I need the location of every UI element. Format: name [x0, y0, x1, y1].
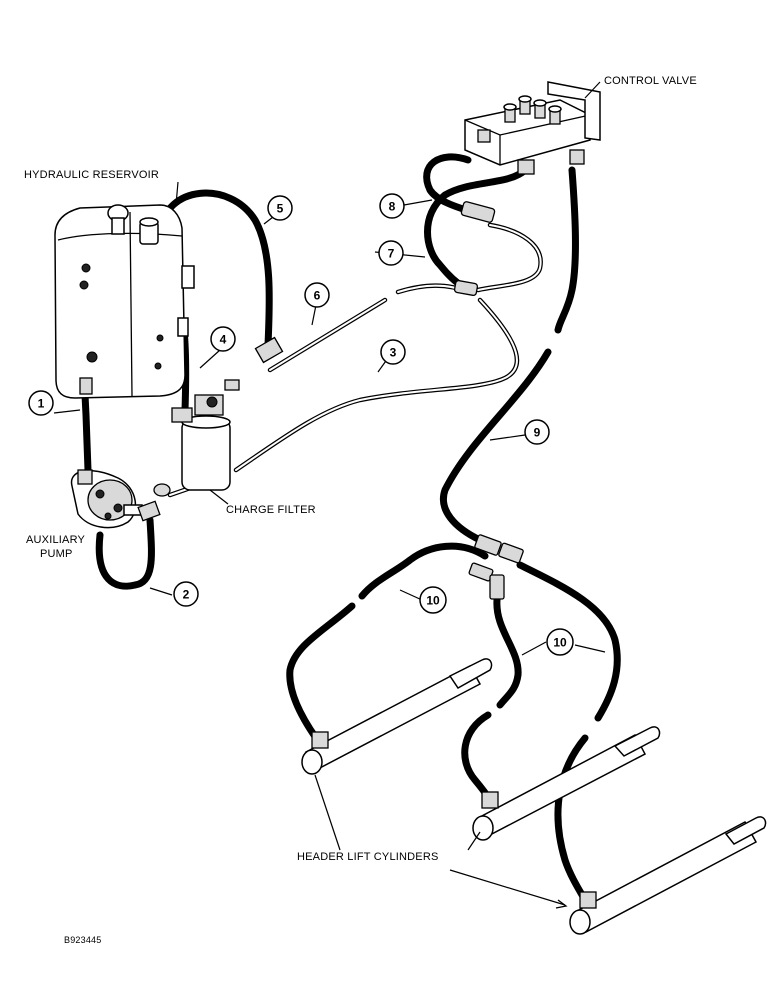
hose-10-left — [358, 542, 489, 600]
hose-9-upper — [554, 166, 579, 334]
hydraulic-reservoir — [54, 204, 195, 399]
hose-7 — [424, 166, 529, 292]
callout-10-right: 10 — [546, 628, 574, 656]
tube-7-loop — [475, 222, 543, 293]
callout-8: 8 — [379, 193, 405, 219]
hose-10-middle — [493, 596, 522, 709]
tee-fittings — [468, 534, 524, 600]
figure-id: B923445 — [64, 935, 101, 945]
hose-10-left-lower — [286, 602, 356, 742]
callout-3: 3 — [380, 339, 406, 365]
header-lift-cylinder-2 — [472, 726, 661, 841]
svg-text:8: 8 — [389, 200, 396, 214]
header-lift-cylinder-1 — [301, 658, 493, 775]
charge-filter — [171, 336, 284, 491]
label-charge-filter: CHARGE FILTER — [226, 504, 316, 516]
control-valve — [453, 81, 601, 296]
svg-text:6: 6 — [314, 289, 321, 303]
callout-2: 2 — [173, 581, 199, 607]
callout-4: 4 — [210, 326, 236, 352]
label-control-valve: CONTROL VALVE — [604, 75, 697, 87]
callout-9: 9 — [524, 419, 550, 445]
svg-text:1: 1 — [38, 397, 45, 411]
callout-1: 1 — [28, 390, 54, 416]
callout-10-left: 10 — [419, 586, 447, 614]
hose-10-right-lower — [554, 734, 589, 904]
label-header-lift-cylinders: HEADER LIFT CYLINDERS — [297, 851, 439, 863]
label-auxiliary-pump-1: AUXILIARY — [26, 534, 86, 546]
label-hydraulic-reservoir: HYDRAULIC RESERVOIR — [24, 169, 159, 181]
svg-text:10: 10 — [553, 636, 567, 650]
callout-6: 6 — [304, 282, 330, 308]
auxiliary-pump — [70, 469, 171, 529]
svg-text:3: 3 — [390, 346, 397, 360]
hose-5 — [156, 189, 273, 349]
svg-text:4: 4 — [220, 333, 227, 347]
hose-2 — [95, 516, 155, 590]
hose-10-right — [516, 561, 621, 722]
svg-text:2: 2 — [183, 588, 190, 602]
callout-7: 7 — [378, 240, 404, 266]
hose-10-middle-lower — [461, 711, 494, 804]
hose-9 — [440, 348, 552, 544]
header-lift-cylinder-3 — [569, 816, 767, 935]
svg-text:10: 10 — [426, 594, 440, 608]
label-auxiliary-pump-2: PUMP — [40, 548, 73, 560]
svg-text:7: 7 — [388, 247, 395, 261]
svg-text:5: 5 — [277, 202, 284, 216]
svg-text:9: 9 — [534, 426, 541, 440]
callout-5: 5 — [267, 195, 293, 221]
